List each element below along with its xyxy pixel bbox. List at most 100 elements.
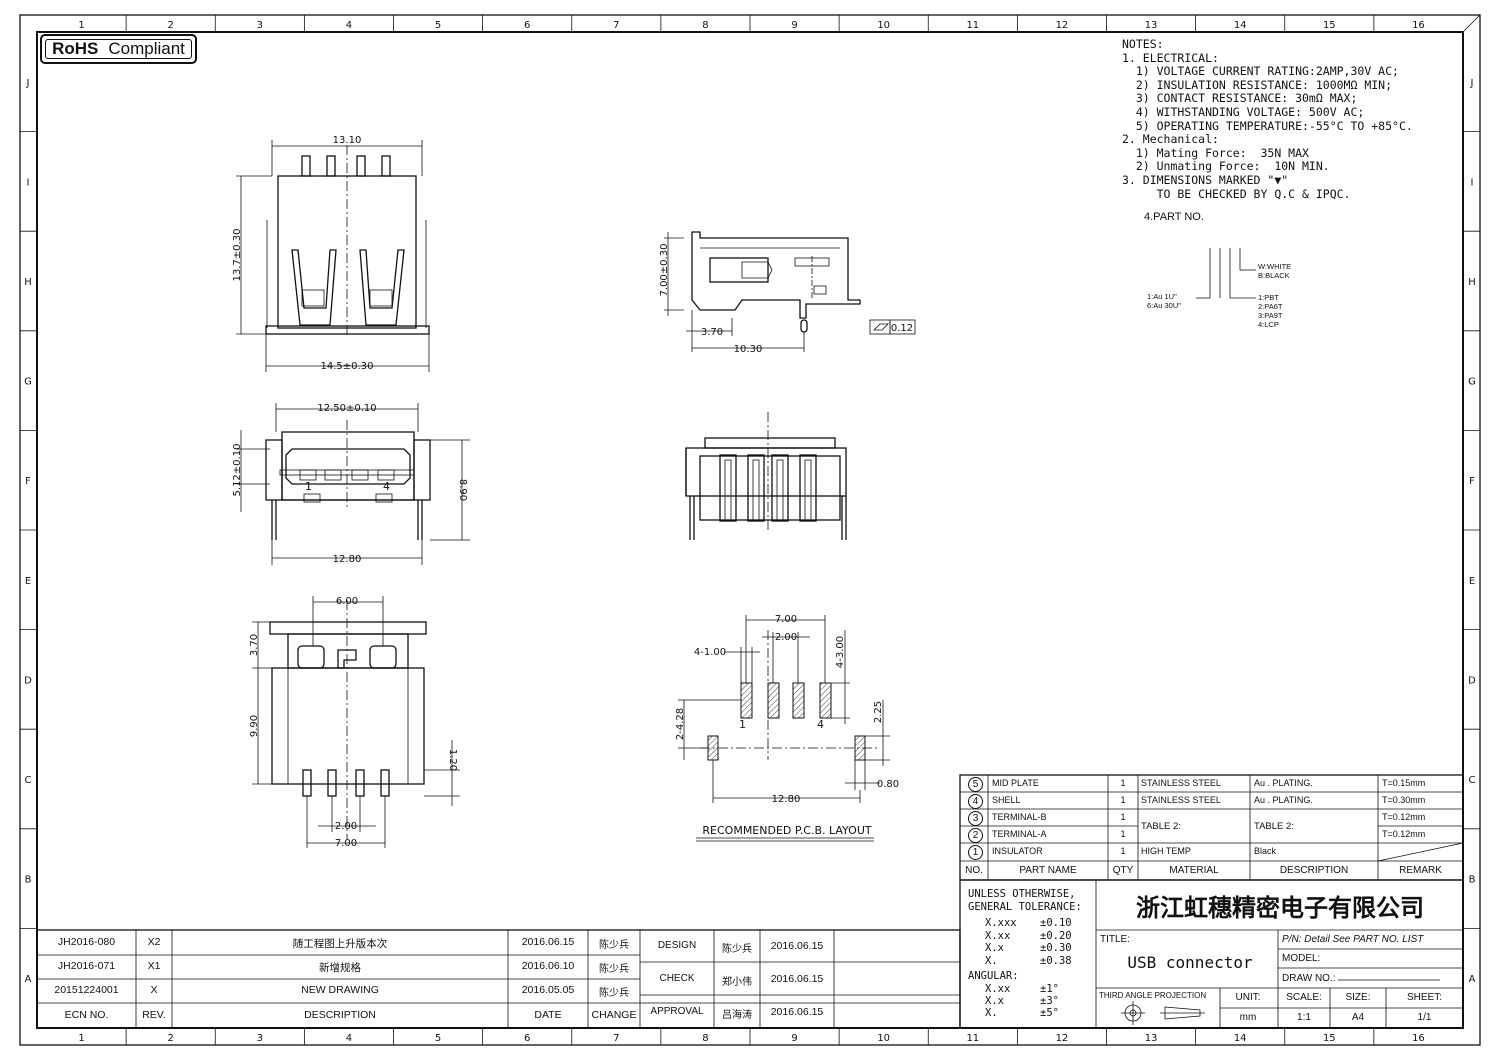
grid-row-E-left: E: [25, 576, 31, 587]
bom-description-table2: TABLE 2:: [1254, 821, 1294, 832]
revision-date: 2016.05.05: [521, 984, 575, 996]
grid-col-5-bottom: 5: [435, 1033, 441, 1044]
part-no-tree: [1196, 248, 1256, 299]
note-line: NOTES:: [1122, 37, 1164, 51]
dim-bottom-7-00: 7.00: [335, 838, 357, 849]
bom-header-qty: QTY: [1112, 865, 1134, 876]
bom-item-number: 2: [968, 828, 983, 843]
bom-part-name: SHELL: [992, 795, 1021, 805]
tolerance-title-1: UNLESS OTHERWISE,: [968, 888, 1076, 900]
grid-row-C-left: C: [25, 775, 32, 786]
dim-front-total: 8.90: [457, 479, 468, 501]
dim-front-base: 12.80: [333, 554, 362, 565]
bom-qty: 1: [1120, 795, 1126, 805]
grid-col-6-bottom: 6: [524, 1033, 530, 1044]
bom-remark: T=0.12mm: [1382, 829, 1426, 839]
color-code-b: B:BLACK: [1258, 271, 1290, 280]
material-code-4: 4:LCP: [1258, 320, 1279, 329]
grid-col-14-top: 14: [1234, 20, 1247, 31]
bom-header-description: DESCRIPTION: [1279, 865, 1349, 876]
grid-row-G-right: G: [1468, 377, 1476, 388]
grid-row-G-left: G: [24, 377, 32, 388]
revision-date: 2016.06.15: [521, 936, 575, 948]
tolerance-value: ±0.20: [1040, 929, 1072, 942]
bom-remark: T=0.12mm: [1382, 812, 1426, 822]
approval-date: 2016.06.15: [770, 973, 824, 985]
grid-col-15-top: 15: [1323, 20, 1336, 31]
bom-material: STAINLESS STEEL: [1141, 778, 1221, 788]
unit-label: UNIT:: [1235, 992, 1261, 1003]
pcb-dim-2-25: 2.25: [873, 701, 884, 723]
grid-col-3-top: 3: [257, 20, 263, 31]
title-label: TITLE:: [1100, 934, 1131, 945]
side-view: 7.00±0.30 3.70 10.30 0.12: [659, 231, 916, 355]
grid-col-10-top: 10: [877, 20, 890, 31]
bom-header-name: PART NAME: [1019, 865, 1077, 876]
grid-row-H-right: H: [1468, 277, 1476, 288]
size-value: A4: [1351, 1012, 1365, 1023]
bom-part-name: MID PLATE: [992, 778, 1039, 788]
color-code-w: W:WHITE: [1258, 262, 1292, 271]
rohs-label: RoHS: [52, 39, 99, 58]
approval-role: DESIGN: [657, 940, 697, 951]
approval-name: 吕海涛: [722, 1010, 752, 1021]
revision-ecn: JH2016-071: [57, 960, 116, 972]
pcb-dim-7-00: 7.00: [775, 614, 797, 625]
grid-col-11-top: 11: [966, 20, 979, 31]
tolerance-value: ±0.10: [1040, 917, 1072, 929]
grid-row-D-left: D: [24, 675, 32, 686]
grid-col-16-top: 16: [1412, 20, 1425, 31]
dim-side-3-70: 3.70: [701, 327, 723, 338]
grid-row-E-right: E: [1469, 576, 1475, 587]
revision-desc: 随工程图上升版本次: [292, 938, 388, 950]
front-view: 1 4 12.50±0.10 5.12±0.10 8.90 12.80: [232, 403, 470, 565]
part-no-label: 4.PART NO.: [1144, 211, 1204, 223]
tolerance-key: X.xxx: [985, 917, 1017, 929]
scale-value: 1:1: [1297, 1012, 1311, 1023]
plating-code-1: 1:Au 1U": [1147, 292, 1177, 301]
pcb-dim-4-3-00: 4-3.00: [835, 636, 846, 668]
angular-value: ±3°: [1040, 995, 1059, 1007]
material-code-3: 3:PA9T: [1258, 311, 1283, 320]
dim-front-width: 12.50±0.10: [317, 403, 376, 414]
grid-row-H-left: H: [24, 277, 32, 288]
bom-qty: 1: [1120, 829, 1126, 839]
grid-row-F-left: F: [25, 476, 31, 487]
bom-header-no: NO.: [965, 865, 983, 876]
bom-part-name: INSULATOR: [992, 846, 1043, 856]
grid-col-4-top: 4: [346, 20, 352, 31]
bom-material-table2: TABLE 2:: [1141, 821, 1181, 832]
note-line: 1) Mating Force: 35N MAX: [1122, 145, 1309, 160]
pcb-dim-2-4-28: 2-4.28: [675, 708, 686, 740]
bom-part-name: TERMINAL-B: [992, 812, 1047, 822]
grid-row-J-right: J: [1470, 78, 1474, 89]
bom-item-number: 1: [968, 845, 983, 860]
projection-label: THIRD ANGLE PROJECTION: [1099, 991, 1207, 1000]
revision-rev: X1: [147, 960, 161, 972]
grid-col-14-bottom: 14: [1234, 1033, 1247, 1044]
grid-row-A-left: A: [25, 974, 32, 985]
note-line: TO BE CHECKED BY Q.C & IPQC.: [1122, 186, 1351, 201]
dim-front-height: 5.12±0.10: [232, 444, 243, 497]
revision-change: 陈少兵: [599, 940, 629, 951]
dim-bottom-9-90: 9.90: [249, 715, 260, 737]
grid-row-I-right: I: [1471, 177, 1474, 188]
top-view: 13.10 13.7±0.30 14.5±0.30: [232, 135, 430, 372]
approval-name: 陈少兵: [722, 944, 752, 955]
grid-col-5-top: 5: [435, 20, 441, 31]
front-pin-4: 4: [383, 480, 390, 493]
grid-row-D-right: D: [1468, 675, 1476, 686]
front-pin-1: 1: [305, 480, 312, 493]
bom-header-material: MATERIAL: [1169, 865, 1219, 876]
grid-col-8-bottom: 8: [702, 1033, 708, 1044]
dim-top-height: 13.7±0.30: [232, 229, 243, 282]
part-no-color-codes: W:WHITE B:BLACK: [1258, 262, 1291, 280]
drawing-no-field: DRAW NO.:: [1282, 973, 1336, 984]
pcb-dim-4-1-00: 4-1.00: [694, 647, 726, 658]
approval-role: CHECK: [659, 973, 695, 984]
notes-block: NOTES:1. ELECTRICAL: 1) VOLTAGE CURRENT …: [1122, 37, 1482, 201]
grid-row-I-left: I: [27, 177, 30, 188]
bom-qty: 1: [1120, 812, 1126, 822]
part-no-material-codes: 1:PBT 2:PA6T 3:PA9T 4:LCP: [1258, 293, 1282, 329]
